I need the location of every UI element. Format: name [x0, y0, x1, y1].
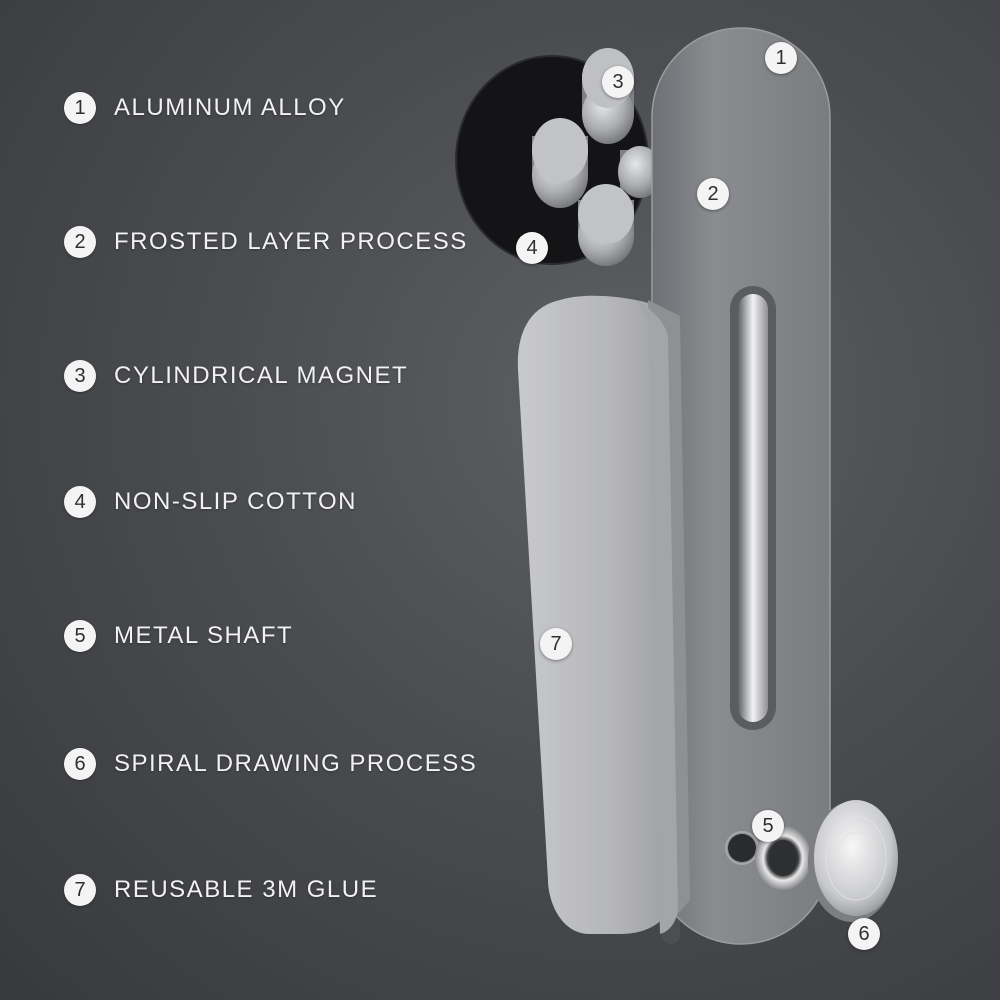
callout-5: 5: [752, 810, 784, 842]
feature-number-badge: 6: [64, 748, 96, 780]
feature-label: NON-SLIP COTTON: [114, 488, 357, 515]
callout-3: 3: [602, 66, 634, 98]
metal-shaft: [755, 826, 811, 890]
feature-item-6: 6 SPIRAL DRAWING PROCESS: [64, 744, 477, 784]
reusable-glue-pad: [517, 295, 690, 934]
feature-label: CYLINDRICAL MAGNET: [114, 362, 409, 389]
feature-item-3: 3 CYLINDRICAL MAGNET: [64, 356, 408, 396]
feature-number-badge: 4: [64, 486, 96, 518]
feature-item-5: 5 METAL SHAFT: [64, 616, 293, 656]
callout-1: 1: [765, 42, 797, 74]
feature-number-badge: 5: [64, 620, 96, 652]
callout-6: 6: [848, 918, 880, 950]
feature-item-1: 1 ALUMINUM ALLOY: [64, 88, 346, 128]
feature-number-badge: 3: [64, 360, 96, 392]
feature-item-4: 4 NON-SLIP COTTON: [64, 482, 357, 522]
feature-label: FROSTED LAYER PROCESS: [114, 228, 468, 255]
feature-number-badge: 7: [64, 874, 96, 906]
callout-4: 4: [516, 232, 548, 264]
callout-2: 2: [697, 178, 729, 210]
feature-item-7: 7 REUSABLE 3M GLUE: [64, 870, 378, 910]
feature-label: METAL SHAFT: [114, 622, 294, 649]
feature-label: SPIRAL DRAWING PROCESS: [114, 750, 478, 777]
feature-item-2: 2 FROSTED LAYER PROCESS: [64, 222, 468, 262]
spiral-drawing-cap: [808, 800, 898, 922]
feature-label: REUSABLE 3M GLUE: [114, 876, 379, 903]
feature-label: ALUMINUM ALLOY: [114, 94, 346, 121]
feature-number-badge: 2: [64, 226, 96, 258]
callout-7: 7: [540, 628, 572, 660]
feature-number-badge: 1: [64, 92, 96, 124]
